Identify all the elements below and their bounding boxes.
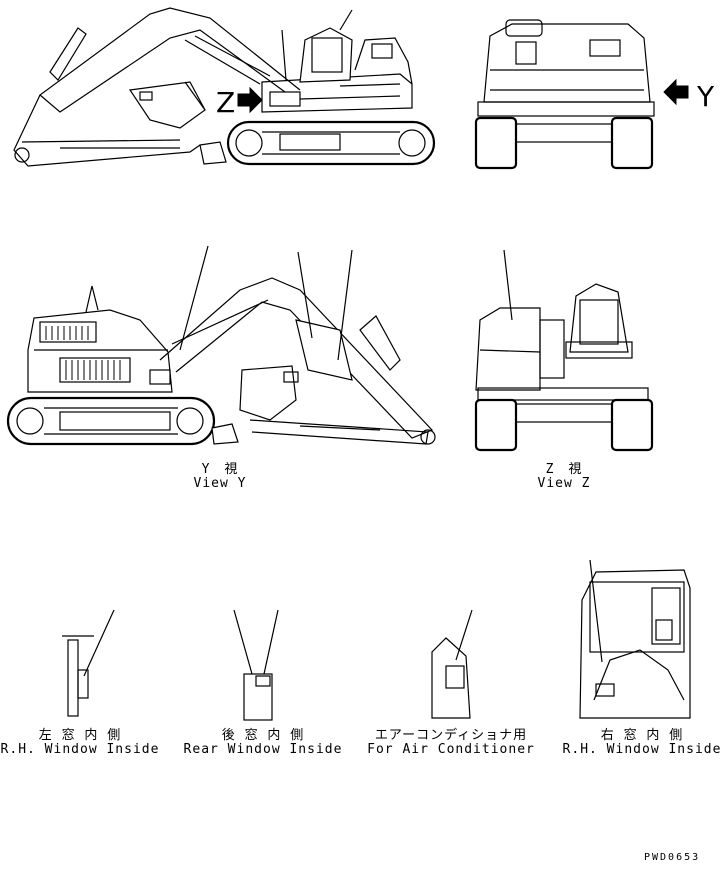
label-rear-window-jp: 後 窓 内 側 bbox=[221, 728, 305, 743]
label-left-window-en: R.H. Window Inside bbox=[0, 742, 160, 757]
excavator-side-view-top bbox=[13, 7, 436, 167]
view-y-marker: Y bbox=[697, 80, 715, 113]
drawing-code: PWD0653 bbox=[644, 852, 701, 863]
label-air-conditioner-en: For Air Conditioner bbox=[367, 742, 535, 757]
excavator-view-z bbox=[474, 249, 654, 452]
view-z-caption-jp: Z 視 bbox=[545, 462, 583, 477]
detail-air-conditioner bbox=[431, 609, 473, 719]
label-air-conditioner-jp: エアーコンディショナ用 bbox=[374, 728, 528, 743]
excavator-view-y bbox=[6, 245, 436, 446]
view-z-marker: Z bbox=[216, 86, 236, 119]
detail-rear-window bbox=[233, 609, 279, 721]
detail-right-window-cab bbox=[579, 559, 691, 719]
label-rear-window-en: Rear Window Inside bbox=[183, 742, 343, 757]
view-z-caption-en: View Z bbox=[537, 476, 591, 491]
detail-left-window bbox=[62, 609, 115, 717]
label-left-window-jp: 左 窓 内 側 bbox=[38, 728, 122, 743]
label-right-window-en: R.H. Window Inside bbox=[562, 742, 722, 757]
view-y-caption-jp: Y 視 bbox=[201, 462, 239, 477]
excavator-rear-view-top bbox=[474, 19, 689, 170]
view-y-caption-en: View Y bbox=[193, 476, 247, 491]
label-right-window-jp: 右 窓 内 側 bbox=[600, 728, 684, 743]
